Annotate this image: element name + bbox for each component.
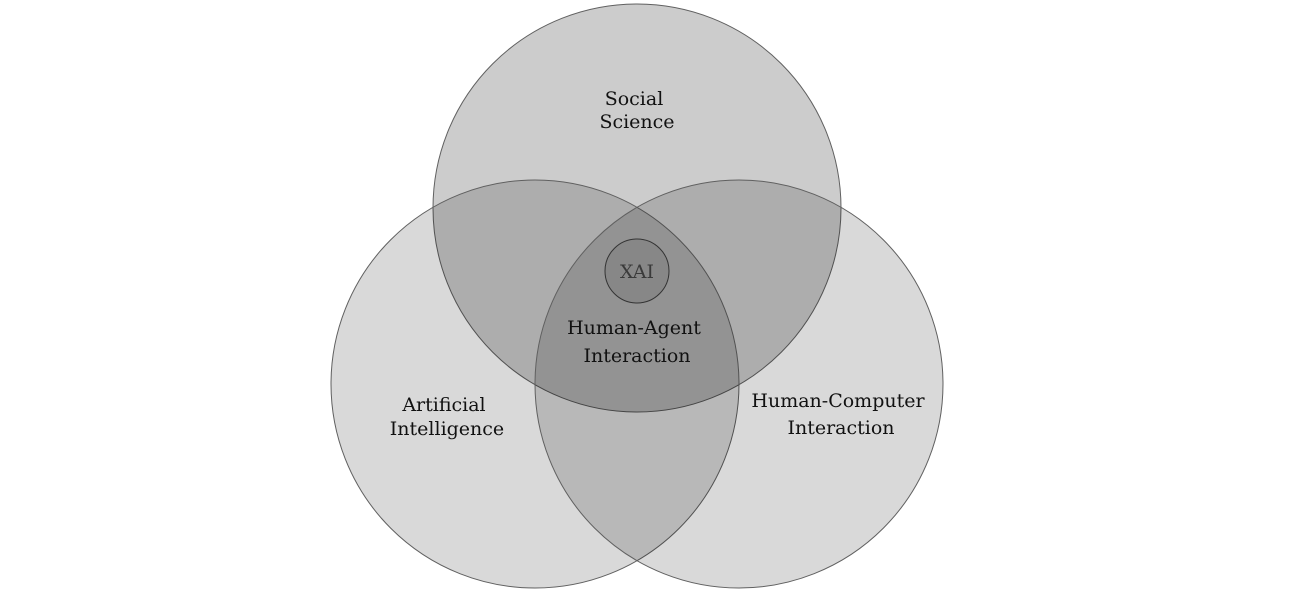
xai-circle — [604, 238, 670, 304]
human-computer-interaction-label: Human-Computer Interaction — [751, 390, 930, 439]
human-agent-interaction-label: Human-Agent Interaction — [567, 317, 707, 367]
artificial-intelligence-line-2: Intelligence — [390, 418, 504, 440]
hci-line-1: Human-Computer — [751, 390, 925, 412]
social-science-circle — [432, 3, 842, 413]
xai-label: XAI — [620, 261, 654, 283]
hci-line-2: Interaction — [787, 417, 894, 439]
social-science-label: Social Science — [599, 88, 674, 133]
circles — [330, 3, 944, 589]
human-computer-interaction-circle — [534, 179, 944, 589]
hai-line-1: Human-Agent — [567, 317, 701, 339]
artificial-intelligence-line-1: Artificial — [401, 394, 485, 416]
social-science-line-1: Social — [605, 88, 664, 110]
artificial-intelligence-label: Artificial Intelligence — [390, 394, 504, 440]
social-science-line-2: Science — [599, 111, 674, 133]
hai-line-2: Interaction — [583, 345, 690, 367]
